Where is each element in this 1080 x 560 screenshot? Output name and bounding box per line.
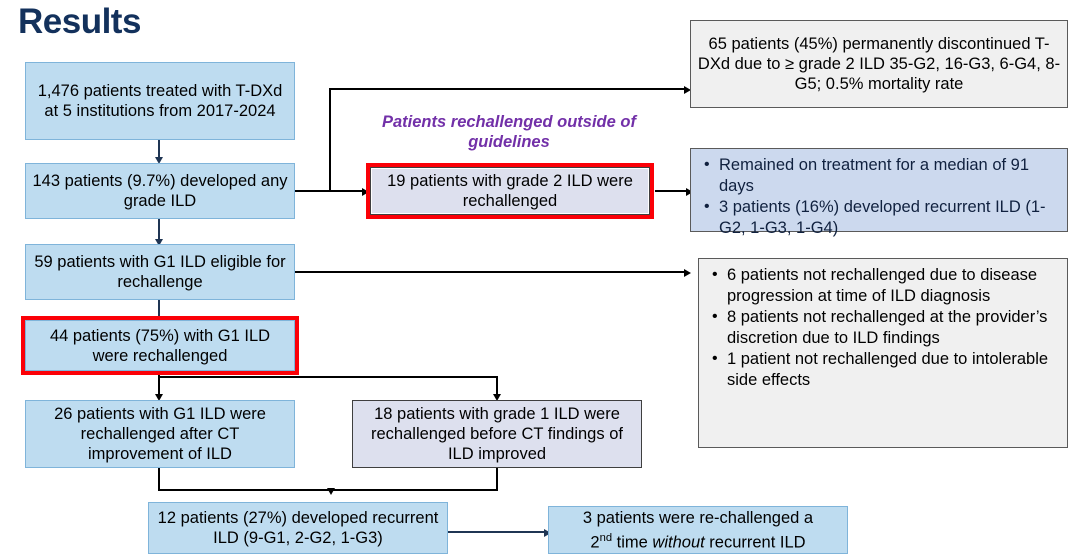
list-not-rechallenged-reasons-items: 6 patients not rechallenged due to disea…	[709, 265, 1059, 390]
connector-after-ct-to-recurrent-line	[158, 489, 332, 491]
list-item: 8 patients not rechallenged at the provi…	[712, 307, 1059, 348]
connector-g1-rechallenged-to-before-ct-arrow	[492, 394, 501, 401]
connector-to-discontinued-arrow	[684, 85, 691, 94]
node-cohort[interactable]: 1,476 patients treated with T-DXd at 5 i…	[25, 62, 295, 140]
connector-g1-eligible-to-g1-rechallenged-arrow	[154, 316, 163, 323]
node-any-grade-ild-label: 143 patients (9.7%) developed any grade …	[32, 172, 288, 210]
node-after-ct-improvement[interactable]: 26 patients with G1 ILD were rechallenge…	[25, 400, 295, 468]
node-discontinued-label: 65 patients (45%) permanently discontinu…	[697, 35, 1061, 93]
list-grade2-outcomes-items: Remained on treatment for a median of 91…	[701, 155, 1059, 238]
list-item: 1 patient not rechallenged due to intole…	[712, 349, 1059, 390]
node-grade2-rechallenged-highlighted[interactable]: 19 patients with grade 2 ILD were rechal…	[366, 163, 654, 219]
node-before-ct-findings-label: 18 patients with grade 1 ILD were rechal…	[371, 405, 623, 463]
node-second-rechallenge[interactable]: 3 patients were re-challenged a 2nd time…	[548, 506, 848, 554]
caption-patients-rechallenged-outside-guidelines: Patients rechallenged outside of guideli…	[382, 113, 636, 151]
list-grade2-outcomes[interactable]: Remained on treatment for a median of 91…	[690, 148, 1068, 237]
connector-any-grade-right-stub	[295, 190, 331, 192]
connector-before-ct-down	[496, 467, 498, 491]
second-rechallenge-ordinal: 2	[590, 533, 600, 552]
connector-before-ct-riser	[496, 376, 498, 398]
list-item: Remained on treatment for a median of 91…	[704, 155, 1059, 196]
connector-g1-eligible-to-reasons-line	[295, 271, 686, 273]
connector-g1-eligible-to-g1-rechallenged-line	[158, 299, 160, 319]
connector-g1-rechallenged-riser	[158, 370, 160, 398]
node-recurrent-ild-label: 12 patients (27%) developed recurrent IL…	[157, 509, 439, 547]
node-discontinued[interactable]: 65 patients (45%) permanently discontinu…	[690, 20, 1068, 108]
connector-before-ct-to-recurrent-line	[330, 489, 498, 491]
second-rechallenge-emphasis: without	[652, 533, 705, 552]
list-item: 6 patients not rechallenged due to disea…	[712, 265, 1059, 306]
connector-recurrent-to-second-arrow	[544, 528, 551, 537]
connector-cohort-to-any-grade-line	[158, 139, 160, 159]
list-not-rechallenged-reasons[interactable]: 6 patients not rechallenged due to disea…	[698, 258, 1068, 448]
node-any-grade-ild[interactable]: 143 patients (9.7%) developed any grade …	[25, 163, 295, 219]
second-rechallenge-post: recurrent ILD	[704, 533, 806, 552]
node-cohort-label: 1,476 patients treated with T-DXd at 5 i…	[37, 82, 283, 120]
page-title: Results	[18, 2, 141, 41]
connector-g1-rechallenged-to-after-ct-arrow	[154, 394, 163, 401]
node-second-rechallenge-label: 3 patients were re-challenged a 2nd time…	[555, 508, 841, 553]
node-grade2-rechallenged-label: 19 patients with grade 2 ILD were rechal…	[387, 172, 633, 210]
second-rechallenge-mid: time	[612, 533, 653, 552]
connector-cohort-to-any-grade-arrow	[154, 157, 163, 164]
connector-grade2-to-outcomes-arrow	[686, 187, 693, 196]
connector-any-grade-to-g1-eligible-line	[158, 219, 160, 241]
list-item: 3 patients (16%) developed recurrent ILD…	[704, 197, 1059, 238]
connector-to-discontinued-line	[329, 88, 686, 90]
connector-g1-rechallenged-branch	[158, 376, 498, 378]
connector-g1-eligible-to-reasons-arrow	[684, 268, 691, 277]
second-rechallenge-line1: 3 patients were re-challenged a	[582, 508, 814, 527]
node-recurrent-ild[interactable]: 12 patients (27%) developed recurrent IL…	[148, 502, 448, 554]
connector-to-grade2-rechallenged-arrow	[362, 187, 369, 196]
connector-grade2-to-outcomes-line	[655, 190, 688, 192]
node-g1-rechallenged-highlighted[interactable]: 44 patients (75%) with G1 ILD were recha…	[21, 316, 299, 375]
node-g1-rechallenged-label: 44 patients (75%) with G1 ILD were recha…	[49, 326, 271, 365]
node-g1-eligible[interactable]: 59 patients with G1 ILD eligible for rec…	[25, 244, 295, 300]
connector-to-recurrent-arrow	[327, 488, 335, 495]
connector-any-grade-to-g1-eligible-arrow	[154, 239, 163, 246]
second-rechallenge-ordinal-suffix: nd	[599, 531, 613, 544]
node-after-ct-improvement-label: 26 patients with G1 ILD were rechallenge…	[54, 405, 266, 463]
node-before-ct-findings[interactable]: 18 patients with grade 1 ILD were rechal…	[352, 400, 642, 468]
connector-recurrent-to-second-line	[448, 531, 546, 533]
node-g1-eligible-label: 59 patients with G1 ILD eligible for rec…	[34, 253, 286, 291]
connector-to-grade2-rechallenged-line	[329, 190, 364, 192]
connector-after-ct-riser	[158, 467, 160, 491]
connector-any-grade-riser	[329, 88, 331, 192]
